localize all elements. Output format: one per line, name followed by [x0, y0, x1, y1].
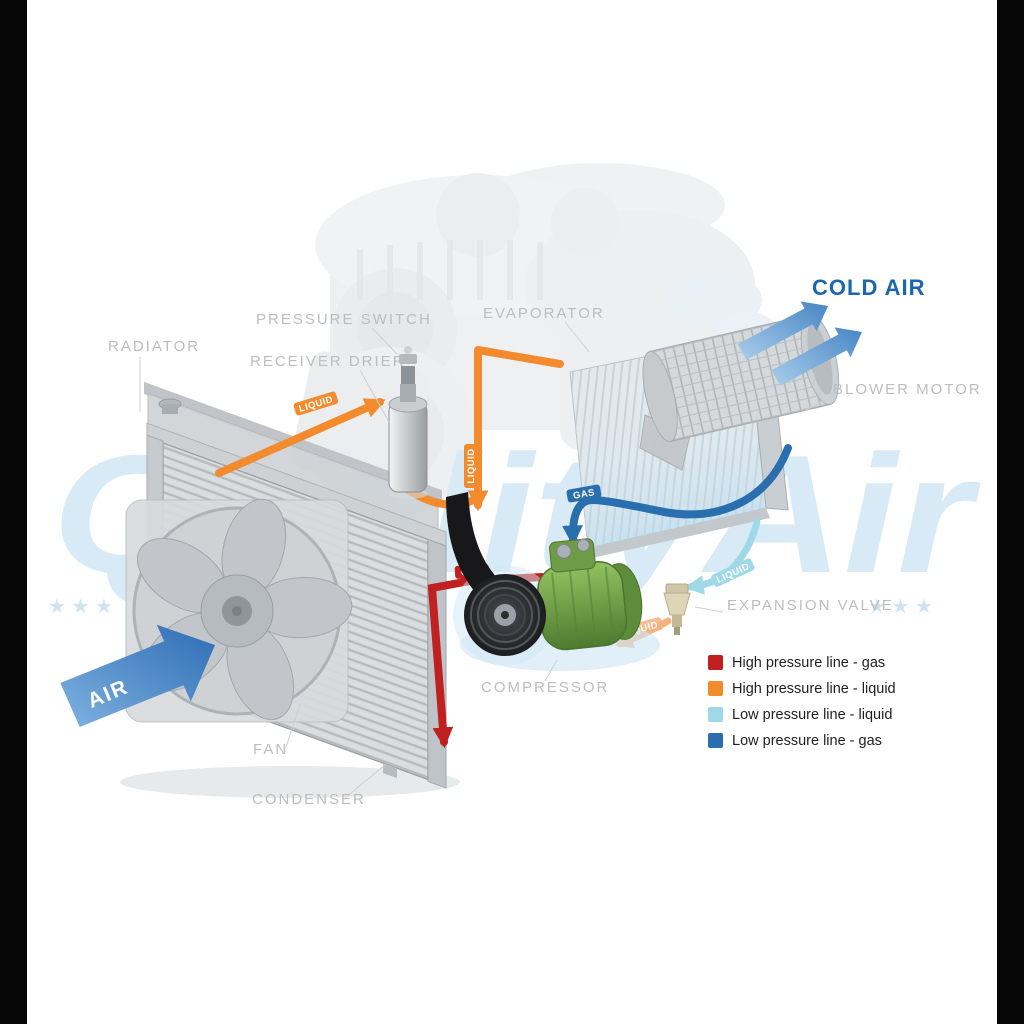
- condenser-label: CONDENSER: [252, 791, 366, 808]
- compressor-label: COMPRESSOR: [481, 679, 609, 696]
- expansion-valve-label: EXPANSION VALVE: [727, 597, 894, 614]
- legend-swatch-low-gas: [708, 733, 723, 748]
- component-labels: RADIATOR PRESSURE SWITCH RECEIVER DRIER …: [108, 305, 982, 808]
- low-pressure-gas-line: [562, 444, 792, 547]
- pressure-switch: [399, 346, 417, 384]
- svg-text:LIQUID: LIQUID: [466, 448, 477, 483]
- compressor-body: [537, 538, 643, 651]
- legend-label-low-gas: Low pressure line - gas: [732, 733, 882, 749]
- evaporator-label: EVAPORATOR: [483, 305, 605, 322]
- cold-air-label: COLD AIR: [812, 275, 926, 300]
- legend-swatch-high-liquid: [708, 681, 723, 696]
- legend-label-high-liquid: High pressure line - liquid: [732, 681, 896, 697]
- cold-air-arrow-1: [737, 301, 828, 360]
- liquid-tag-vertical: LIQUID: [464, 444, 477, 488]
- legend-label-low-liquid: Low pressure line - liquid: [732, 707, 892, 723]
- legend: High pressure line - gas High pressure l…: [708, 655, 896, 749]
- expansion-valve: [663, 583, 691, 635]
- left-edge-bar: [0, 0, 27, 1024]
- cold-air-arrow-2: [771, 327, 862, 386]
- blower-motor: [639, 313, 840, 471]
- legend-item-low-gas: Low pressure line - gas: [708, 733, 882, 749]
- legend-item-low-liquid: Low pressure line - liquid: [708, 707, 892, 723]
- compressor-pulley: [464, 574, 546, 656]
- receiver-drier: [388, 346, 428, 499]
- gas-tag-suction: GAS: [566, 484, 602, 503]
- high-pressure-liquid-line-1: [215, 398, 386, 477]
- label-leaders: [139, 321, 832, 800]
- legend-swatch-high-gas: [708, 655, 723, 670]
- watermark-stars-right: ★ ★ ★: [868, 596, 933, 618]
- pressure-switch-label: PRESSURE SWITCH: [256, 311, 432, 328]
- right-edge-bar: [997, 0, 1024, 1024]
- high-pressure-liquid-line-4: [474, 346, 564, 368]
- legend-label-high-gas: High pressure line - gas: [732, 655, 885, 671]
- blower-motor-label: BLOWER MOTOR: [833, 381, 982, 398]
- condenser-shadow: [120, 766, 460, 798]
- radiator-label: RADIATOR: [108, 338, 200, 355]
- compressor: [446, 492, 660, 671]
- legend-item-high-liquid: High pressure line - liquid: [708, 681, 896, 697]
- air-flow-arrow: AIR: [60, 624, 215, 727]
- legend-swatch-low-liquid: [708, 707, 723, 722]
- svg-text:GAS: GAS: [572, 487, 596, 502]
- receiver-drier-label: RECEIVER DRIER: [250, 353, 406, 370]
- watermark-stars-left: ★ ★ ★: [48, 596, 113, 618]
- cold-air: COLD AIR: [737, 275, 926, 386]
- legend-item-high-gas: High pressure line - gas: [708, 655, 885, 671]
- fan-label: FAN: [253, 741, 288, 758]
